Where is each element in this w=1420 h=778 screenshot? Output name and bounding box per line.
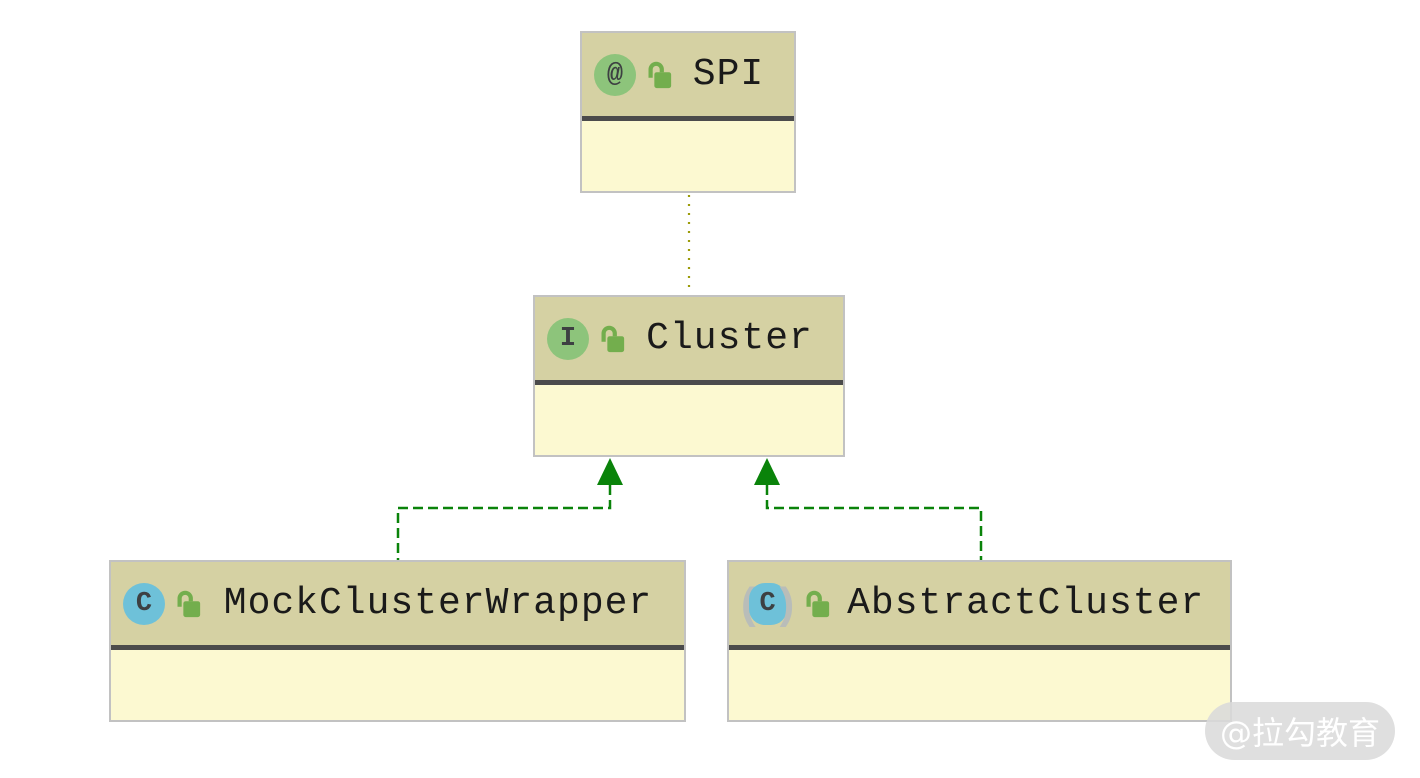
header-separator [582, 116, 794, 121]
annotation-icon: @ [594, 53, 636, 96]
edge-implements-abstractcluster[interactable] [765, 485, 983, 560]
node-spi-label: SPI [692, 53, 765, 96]
node-cluster-label: Cluster [646, 317, 813, 360]
node-mockclusterwrapper[interactable]: C MockClusterWrapper [109, 560, 686, 722]
node-cluster-body [535, 385, 843, 455]
node-spi[interactable]: @ SPI [580, 31, 796, 193]
abstract-class-icon: ( C ) [741, 578, 795, 628]
interface-icon: I [547, 317, 589, 360]
node-abstractcluster-header: ( C ) AbstractCluster [729, 562, 1230, 645]
abstract-class-letter: C [748, 582, 787, 625]
unlock-icon [174, 589, 202, 619]
node-abstractcluster-body [729, 650, 1230, 720]
node-mockclusterwrapper-header: C MockClusterWrapper [111, 562, 684, 645]
unlock-icon [803, 589, 831, 619]
header-separator [729, 645, 1230, 650]
implements-arrowhead-right [754, 458, 780, 485]
class-icon: C [123, 582, 165, 625]
node-cluster-header: I Cluster [535, 297, 843, 380]
watermark-badge: @拉勾教育 [1205, 702, 1395, 760]
node-cluster[interactable]: I Cluster [533, 295, 845, 457]
node-spi-header: @ SPI [582, 33, 794, 116]
edge-implements-mockclusterwrapper[interactable] [396, 485, 612, 560]
node-mockclusterwrapper-label: MockClusterWrapper [223, 582, 653, 625]
header-separator [535, 380, 843, 385]
node-abstractcluster[interactable]: ( C ) AbstractCluster [727, 560, 1232, 722]
implements-arrowhead-left [597, 458, 623, 485]
abstract-paren-right: ) [779, 578, 795, 628]
unlock-icon [645, 60, 673, 90]
unlock-icon [598, 324, 626, 354]
node-spi-body [582, 121, 794, 191]
node-mockclusterwrapper-body [111, 650, 684, 720]
node-abstractcluster-label: AbstractCluster [847, 582, 1205, 625]
header-separator [111, 645, 684, 650]
